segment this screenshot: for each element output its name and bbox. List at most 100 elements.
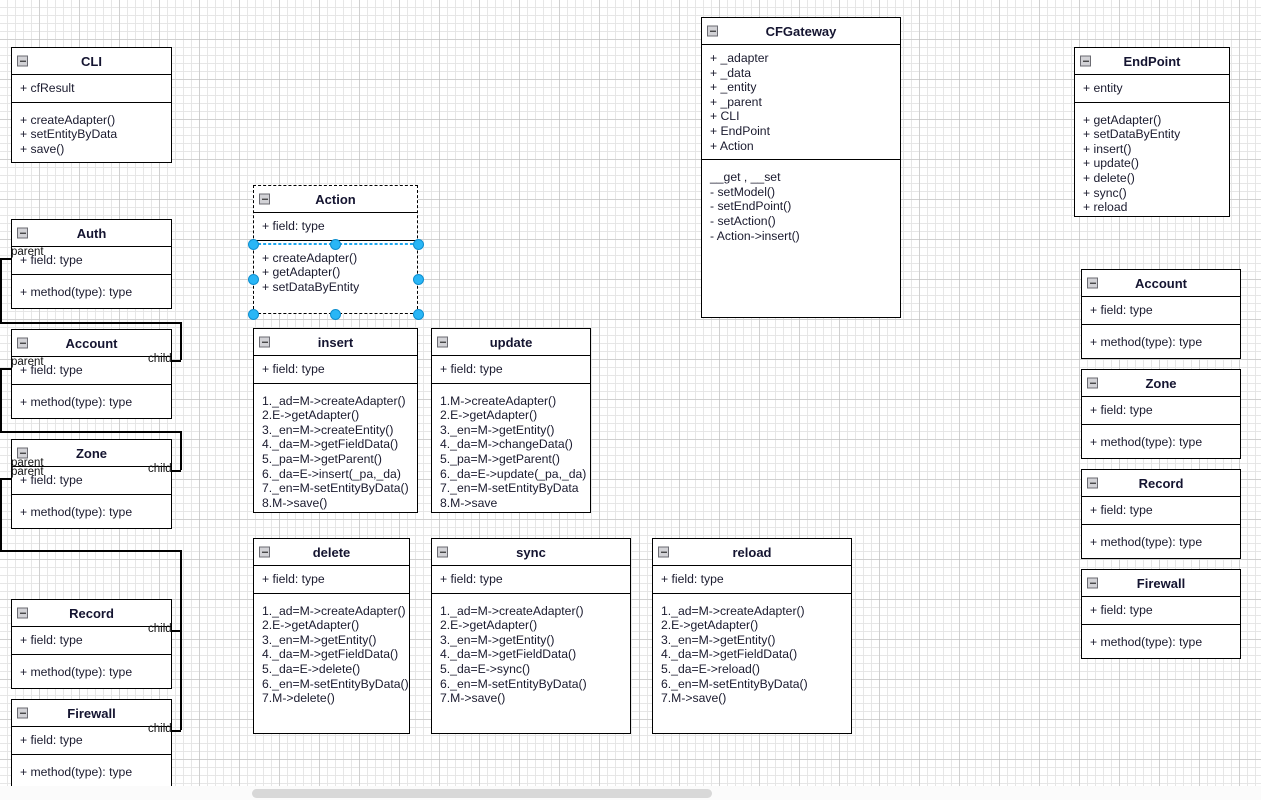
uml-method-row: 1.M->createAdapter()	[440, 393, 557, 408]
uml-attributes-compartment: + entity	[1075, 75, 1229, 102]
collapse-minus-icon[interactable]	[259, 546, 270, 558]
uml-class-name: CLI	[81, 53, 102, 69]
uml-class-zone-right[interactable]: Zone+ field: type+ method(type): type	[1081, 369, 1241, 459]
uml-attribute-row: + field: type	[20, 473, 83, 487]
uml-class-name: insert	[317, 334, 354, 350]
uml-attributes-compartment: + field: type	[12, 627, 171, 654]
uml-attributes-compartment: + cfResult	[12, 75, 171, 102]
collapse-minus-icon[interactable]	[437, 336, 448, 348]
uml-class-record-right[interactable]: Record+ field: type+ method(type): type	[1081, 469, 1241, 559]
collapse-minus-icon[interactable]	[1087, 277, 1098, 289]
uml-class-name: EndPoint	[1123, 53, 1181, 69]
uml-method-row: - setAction()	[710, 213, 776, 228]
collapse-minus-icon[interactable]	[1080, 55, 1091, 67]
uml-class-action[interactable]: Action+ field: type+ createAdapter()+ ge…	[253, 185, 418, 314]
uml-attribute-row: + _parent	[710, 94, 762, 109]
uml-class-zone-left[interactable]: Zone+ field: type+ method(type): type	[11, 439, 172, 529]
resize-handle-s[interactable]	[330, 308, 341, 320]
uml-attributes-compartment: + field: type	[254, 213, 417, 240]
uml-methods-compartment: 1._ad=M->createAdapter()2.E->getAdapter(…	[653, 592, 851, 712]
uml-method-row: + insert()	[1083, 141, 1132, 156]
uml-class-name: Account	[65, 335, 118, 351]
uml-attribute-row: + _adapter	[710, 51, 769, 65]
uml-method-row: 6._da=E->update(_pa,_da)	[440, 466, 587, 481]
uml-method-row: 3._en=M->getEntity()	[440, 632, 555, 647]
uml-method-row: 1._ad=M->createAdapter()	[262, 393, 406, 408]
uml-methods-compartment: + createAdapter()+ setEntityByData+ save…	[12, 101, 171, 163]
uml-attribute-row: + field: type	[20, 253, 83, 267]
uml-class-endpoint[interactable]: EndPoint+ entity+ getAdapter()+ setDataB…	[1074, 47, 1230, 217]
uml-method-row: 6._en=M-setEntityByData()	[440, 676, 587, 691]
uml-method-row: 1._ad=M->createAdapter()	[661, 603, 805, 618]
connector-label-parent: parent	[11, 356, 44, 368]
uml-class-cfgateway[interactable]: CFGateway+ _adapter+ _data+ _entity+ _pa…	[701, 17, 901, 318]
resize-handle-n[interactable]	[330, 238, 341, 250]
uml-method-row: 8.M->save()	[262, 495, 328, 510]
uml-attributes-compartment: + field: type	[1082, 497, 1240, 524]
uml-attributes-compartment: + field: type	[432, 356, 590, 383]
uml-method-row: 4._da=M->getFieldData()	[661, 647, 798, 662]
uml-method-row: 6._en=M-setEntityByData()	[262, 676, 409, 691]
uml-class-account-left[interactable]: Account+ field: type+ method(type): type	[11, 329, 172, 419]
uml-method-row: 5._da=E->reload()	[661, 661, 760, 676]
uml-method-row: 7.M->save()	[440, 691, 506, 706]
collapse-minus-icon[interactable]	[1087, 577, 1098, 589]
collapse-minus-icon[interactable]	[17, 707, 28, 719]
uml-class-account-right[interactable]: Account+ field: type+ method(type): type	[1081, 269, 1241, 359]
collapse-minus-icon[interactable]	[1087, 477, 1098, 489]
uml-method-row: + method(type): type	[1090, 334, 1203, 349]
connector-segment	[0, 478, 12, 480]
uml-method-row: + sync()	[1083, 185, 1127, 200]
uml-attribute-row: + field: type	[262, 572, 325, 586]
uml-class-auth[interactable]: Auth+ field: type+ method(type): type	[11, 219, 172, 309]
collapse-minus-icon[interactable]	[437, 546, 448, 558]
uml-class-title: reload	[653, 539, 851, 566]
resize-handle-ne[interactable]	[412, 238, 424, 250]
uml-method-row: 5._da=E->sync()	[440, 661, 531, 676]
uml-method-row: 5._da=E->delete()	[262, 661, 361, 676]
collapse-minus-icon[interactable]	[17, 607, 28, 619]
uml-method-row: 3._en=M->getEntity()	[661, 632, 776, 647]
uml-attributes-compartment: + field: type	[254, 566, 409, 593]
uml-method-row: + method(type): type	[1090, 534, 1203, 549]
resize-handle-sw[interactable]	[247, 308, 259, 320]
uml-attributes-compartment: + field: type	[12, 467, 171, 494]
uml-class-cli[interactable]: CLI + cfResult+ createAdapter()+ setEntit…	[11, 47, 172, 163]
uml-class-firewall-left[interactable]: Firewall+ field: type+ method(type): typ…	[11, 699, 172, 789]
resize-handle-e[interactable]	[412, 273, 424, 285]
uml-methods-compartment: 1._ad=M->createAdapter()2.E->getAdapter(…	[254, 382, 417, 517]
uml-class-title: Account	[12, 330, 171, 357]
collapse-minus-icon[interactable]	[17, 55, 28, 67]
uml-attribute-row: + field: type	[440, 572, 503, 586]
uml-method-row: 4._da=M->getFieldData()	[440, 647, 577, 662]
uml-method-row: 2.E->getAdapter()	[661, 618, 759, 633]
horizontal-scrollbar[interactable]	[0, 786, 1261, 800]
uml-class-firewall-right[interactable]: Firewall+ field: type+ method(type): typ…	[1081, 569, 1241, 659]
horizontal-scrollbar-thumb[interactable]	[252, 789, 712, 798]
collapse-minus-icon[interactable]	[658, 546, 669, 558]
resize-handle-se[interactable]	[412, 308, 424, 320]
uml-method-row: 2.E->getAdapter()	[262, 618, 360, 633]
uml-method-row: 7._en=M-setEntityByData	[440, 481, 579, 496]
collapse-minus-icon[interactable]	[259, 336, 270, 348]
uml-attribute-row: + field: type	[1090, 303, 1153, 317]
collapse-minus-icon[interactable]	[17, 447, 28, 459]
collapse-minus-icon[interactable]	[17, 227, 28, 239]
uml-method-row: + method(type): type	[1090, 634, 1203, 649]
collapse-minus-icon[interactable]	[707, 25, 718, 37]
collapse-minus-icon[interactable]	[17, 337, 28, 349]
collapse-minus-icon[interactable]	[1087, 377, 1098, 389]
uml-class-title: Action	[254, 186, 417, 213]
uml-class-record-left[interactable]: Record+ field: type+ method(type): type	[11, 599, 172, 689]
collapse-minus-icon[interactable]	[259, 193, 270, 205]
connector-segment	[0, 478, 2, 551]
uml-class-title: delete	[254, 539, 409, 566]
resize-handle-w[interactable]	[247, 273, 259, 285]
resize-handle-nw[interactable]	[247, 238, 259, 250]
